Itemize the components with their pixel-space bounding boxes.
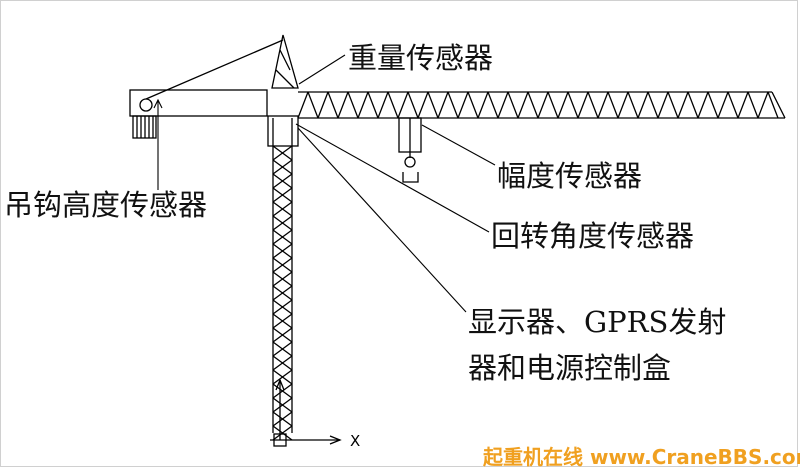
leader-weight [298, 54, 346, 85]
jib-boom [297, 91, 786, 119]
counter-jib [129, 89, 268, 117]
display-box-label-line2: 器和电源控制盒 [468, 351, 672, 385]
apex-lacing [275, 49, 295, 89]
x-axis-label: X [350, 432, 360, 450]
hook-height-sensor-label: 吊钩高度传感器 [4, 188, 208, 222]
tower-crane-drawing [129, 34, 786, 447]
origin-marker [273, 433, 287, 447]
slewing-turntable [267, 115, 299, 147]
radius-sensor-label: 幅度传感器 [497, 159, 643, 193]
leader-display-box [297, 127, 467, 313]
weight-sensor-label: 重量传感器 [348, 41, 494, 75]
leader-lines [153, 54, 496, 313]
site-watermark: 起重机在线 www.CraneBBS.com [483, 445, 800, 469]
counter-jib-tie [145, 39, 284, 100]
leader-hook-arrow [153, 98, 163, 109]
hook [402, 172, 419, 183]
leader-radius [421, 124, 496, 166]
hook-block [404, 156, 416, 168]
display-box-label-line1: 显示器、GPRS发射 [468, 305, 727, 339]
slewing-angle-sensor-label: 回转角度传感器 [491, 219, 695, 253]
y-axis-arrow [275, 378, 285, 391]
hoist-drum [139, 98, 153, 112]
counterweight [132, 115, 157, 139]
crane-apex [271, 34, 299, 89]
leader-slewing [295, 123, 490, 233]
tower-mast [272, 118, 293, 441]
display-box-label: 显示器、GPRS发射 器和电源控制盒 [468, 299, 726, 391]
x-axis-arrow [329, 435, 342, 445]
